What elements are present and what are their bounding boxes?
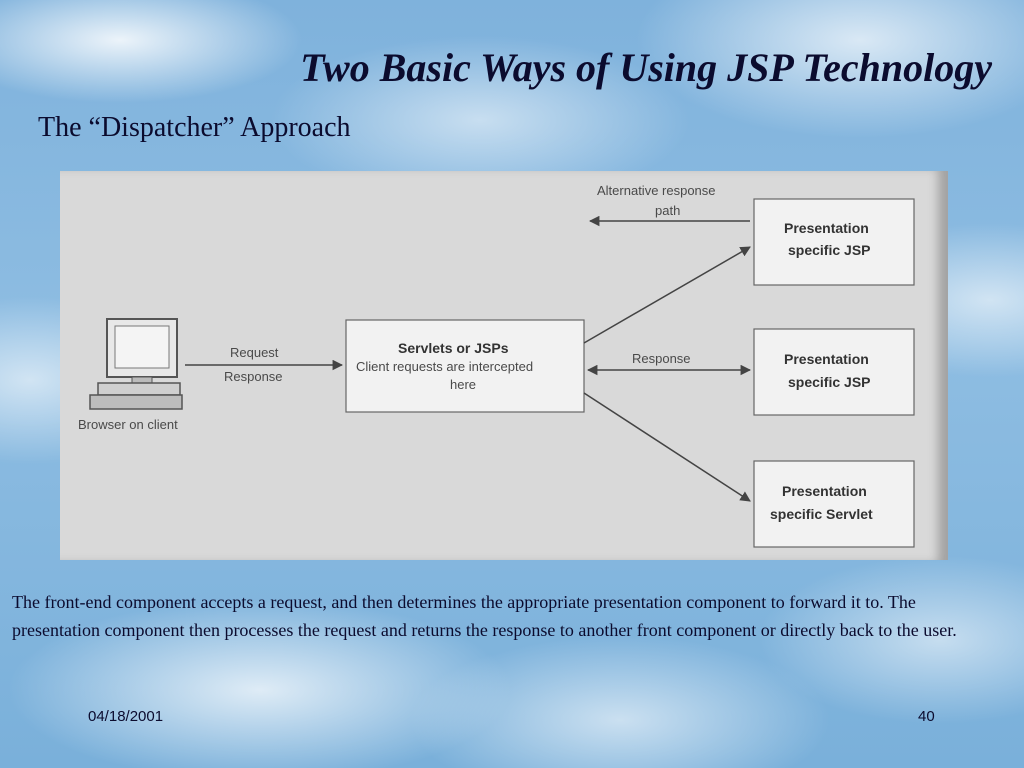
- slide-title: Two Basic Ways of Using JSP Technology: [300, 45, 992, 90]
- page-number: 40: [918, 708, 935, 725]
- slide-caption: The front-end component accepts a reques…: [12, 592, 957, 640]
- servlet-desc-2: here: [450, 377, 476, 392]
- alt-path-label-2: path: [655, 203, 680, 218]
- box2-line1: Presentation: [784, 351, 869, 367]
- arrow-to-box3: [583, 392, 751, 502]
- box1-line2: specific JSP: [788, 242, 871, 258]
- response-label-left: Response: [224, 369, 283, 384]
- box3-line1: Presentation: [782, 483, 867, 499]
- presentation-box-3: [753, 460, 915, 548]
- dispatcher-diagram: Browser on client Request Response Servl…: [60, 171, 948, 560]
- box2-line2: specific JSP: [788, 374, 871, 390]
- presentation-box-1: [753, 198, 915, 286]
- client-label: Browser on client: [78, 417, 178, 432]
- alt-path-label-1: Alternative response: [597, 183, 716, 198]
- request-label: Request: [230, 345, 279, 360]
- box1-line1: Presentation: [784, 220, 869, 236]
- servlet-box: [345, 319, 585, 413]
- slide-subtitle: The “Dispatcher” Approach: [38, 112, 351, 143]
- servlet-desc-1: Client requests are intercepted: [356, 359, 533, 374]
- box3-line2: specific Servlet: [770, 506, 873, 522]
- arrow-to-box1: [583, 246, 751, 344]
- response-label-right: Response: [632, 351, 691, 366]
- slide-date: 04/18/2001: [88, 708, 164, 725]
- computer-icon: [89, 318, 183, 410]
- presentation-box-2: [753, 328, 915, 416]
- servlet-title: Servlets or JSPs: [398, 340, 509, 356]
